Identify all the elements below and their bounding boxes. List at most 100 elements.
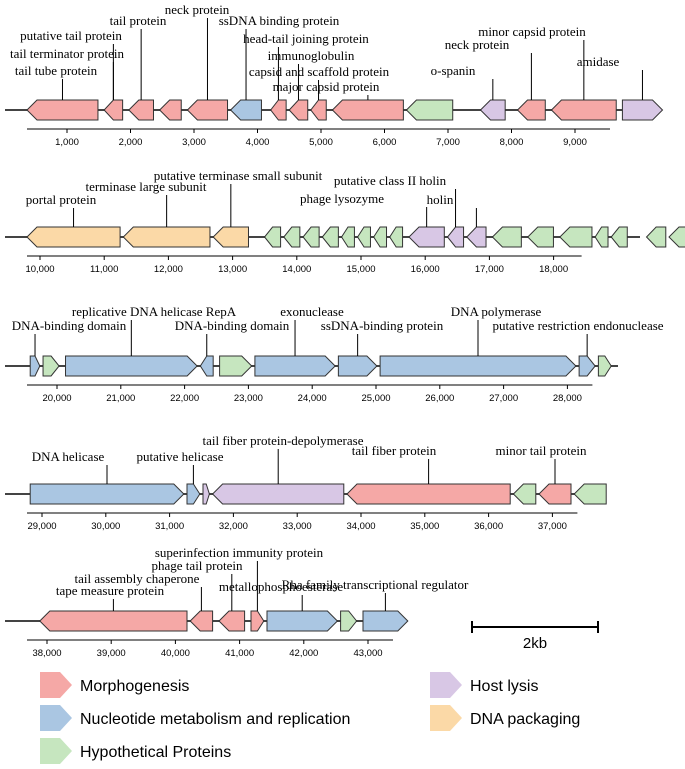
gene-arrow-nucleotide[interactable] (229, 99, 262, 121)
gene-label: tape measure protein (56, 583, 165, 598)
gene-arrow-morphogenesis[interactable] (103, 99, 124, 121)
gene-arrow-hypothetical[interactable] (594, 226, 609, 248)
tick-label: 31,000 (155, 521, 184, 532)
gene-arrow-hypothetical[interactable] (610, 226, 628, 248)
gene-arrow-hypothetical[interactable] (263, 226, 282, 248)
gene-arrow-hostlysis[interactable] (211, 483, 345, 505)
gene-arrow-morphogenesis[interactable] (346, 483, 511, 505)
gene-arrow-hypothetical[interactable] (340, 226, 355, 248)
gene-arrow-hypothetical[interactable] (559, 226, 593, 248)
gene-arrow-hypothetical[interactable] (389, 226, 404, 248)
gene-arrow-dnapackaging[interactable] (212, 226, 249, 248)
gene-arrow-nucleotide[interactable] (29, 483, 185, 505)
gene-arrow-hostlysis[interactable] (408, 226, 445, 248)
legend-label: Nucleotide metabolism and replication (80, 711, 350, 728)
gene-label: minor tail protein (496, 443, 587, 458)
tick-label: 1,000 (55, 137, 79, 148)
tick-label: 8,000 (500, 137, 524, 148)
gene-arrow-hostlysis[interactable] (202, 483, 210, 505)
tick-label: 35,000 (410, 521, 439, 532)
gene-arrow-morphogenesis[interactable] (218, 610, 246, 632)
tick-label: 4,000 (246, 137, 270, 148)
gene-label: capsid and scaffold protein (249, 64, 390, 79)
gene-label: putative restriction endonuclease (492, 318, 663, 333)
gene-arrow-morphogenesis[interactable] (288, 99, 309, 121)
gene-arrow-hypothetical[interactable] (357, 226, 371, 248)
gene-arrow-morphogenesis[interactable] (158, 99, 182, 121)
gene-arrow-nucleotide[interactable] (65, 355, 198, 377)
gene-label: ssDNA-binding protein (321, 318, 444, 333)
gene-arrow-hypothetical[interactable] (302, 226, 320, 248)
gene-arrow-hostlysis[interactable] (621, 99, 664, 121)
gene-arrow-morphogenesis[interactable] (186, 99, 229, 121)
tick-label: 13,000 (218, 264, 247, 275)
gene-arrow-hypothetical[interactable] (668, 226, 685, 248)
gene-label: terminase large subunit (85, 179, 206, 194)
gene-arrow-nucleotide[interactable] (578, 355, 596, 377)
gene-arrow-morphogenesis[interactable] (250, 610, 265, 632)
gene-arrow-morphogenesis[interactable] (538, 483, 572, 505)
gene-label: minor capsid protein (478, 24, 586, 39)
gene-arrow-morphogenesis[interactable] (516, 99, 546, 121)
gene-label: holin (427, 192, 454, 207)
gene-arrow-hostlysis[interactable] (466, 226, 487, 248)
gene-arrow-dnapackaging[interactable] (26, 226, 121, 248)
gene-arrow-hypothetical[interactable] (373, 226, 388, 248)
legend-swatch (40, 672, 72, 698)
tick-label: 12,000 (154, 264, 183, 275)
gene-arrow-hostlysis[interactable] (479, 99, 506, 121)
gene-arrow-hostlysis[interactable] (446, 226, 465, 248)
gene-arrow-hypothetical[interactable] (491, 226, 522, 248)
gene-label: putative class II holin (334, 173, 447, 188)
gene-arrow-hypothetical[interactable] (340, 610, 358, 632)
gene-label: immunoglobulin (268, 48, 355, 63)
gene-arrow-nucleotide[interactable] (199, 355, 214, 377)
gene-arrow-nucleotide[interactable] (29, 355, 41, 377)
gene-label: amidase (577, 54, 620, 69)
tick-label: 29,000 (27, 521, 56, 532)
tick-label: 16,000 (411, 264, 440, 275)
tick-label: 27,000 (489, 393, 518, 404)
gene-label: DNA polymerase (451, 304, 542, 319)
gene-arrow-dnapackaging[interactable] (122, 226, 211, 248)
gene-arrow-hypothetical[interactable] (283, 226, 301, 248)
gene-arrow-hypothetical[interactable] (573, 483, 607, 505)
gene-arrow-nucleotide[interactable] (379, 355, 577, 377)
gene-arrow-morphogenesis[interactable] (270, 99, 287, 121)
gene-arrow-hypothetical[interactable] (405, 99, 454, 121)
gene-arrow-nucleotide[interactable] (362, 610, 409, 632)
tick-label: 5,000 (309, 137, 333, 148)
tick-label: 32,000 (219, 521, 248, 532)
gene-arrow-morphogenesis[interactable] (128, 99, 154, 121)
gene-arrow-hypothetical[interactable] (321, 226, 339, 248)
legend-label: DNA packaging (470, 711, 580, 728)
gene-arrow-morphogenesis[interactable] (26, 99, 99, 121)
gene-arrow-nucleotide[interactable] (186, 483, 201, 505)
gene-arrow-morphogenesis[interactable] (550, 99, 617, 121)
gene-label: major capsid protein (273, 79, 380, 94)
gene-arrow-nucleotide[interactable] (266, 610, 339, 632)
tick-label: 9,000 (563, 137, 587, 148)
tick-label: 3,000 (182, 137, 206, 148)
gene-arrow-nucleotide[interactable] (254, 355, 336, 377)
gene-arrow-hypothetical[interactable] (512, 483, 537, 505)
tick-label: 33,000 (283, 521, 312, 532)
gene-arrow-hypothetical[interactable] (597, 355, 612, 377)
gene-arrow-nucleotide[interactable] (337, 355, 378, 377)
gene-label: tail assembly chaperone (75, 571, 200, 586)
gene-label: tail terminator protein (10, 46, 125, 61)
gene-arrow-hypothetical[interactable] (219, 355, 253, 377)
gene-arrow-morphogenesis[interactable] (310, 99, 327, 121)
gene-arrow-hypothetical[interactable] (645, 226, 667, 248)
gene-arrow-hypothetical[interactable] (527, 226, 554, 248)
gene-arrow-morphogenesis[interactable] (39, 610, 188, 632)
tick-label: 14,000 (282, 264, 311, 275)
gene-arrow-hypothetical[interactable] (42, 355, 60, 377)
gene-arrow-morphogenesis[interactable] (331, 99, 404, 121)
gene-arrow-morphogenesis[interactable] (189, 610, 214, 632)
tick-label: 6,000 (373, 137, 397, 148)
